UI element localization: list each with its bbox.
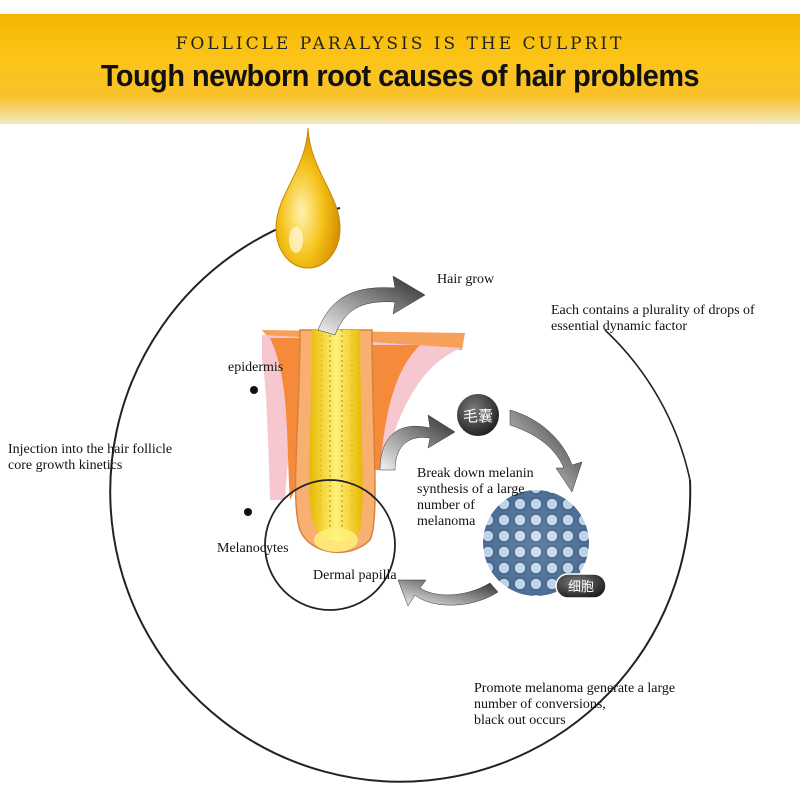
hair-grow-arrow bbox=[317, 275, 426, 336]
marker-dot bbox=[244, 386, 258, 516]
header-banner bbox=[0, 14, 800, 124]
follicle-badge: 毛囊 bbox=[455, 392, 501, 438]
svg-text:毛囊: 毛囊 bbox=[463, 407, 493, 425]
injection-label: Injection into the hair follicle core gr… bbox=[8, 442, 173, 473]
oil-drop-icon bbox=[275, 127, 341, 269]
cycle-arrow-left bbox=[397, 579, 499, 607]
melanocytes-label: Melanocytes bbox=[217, 541, 289, 556]
banner-subtitle: FOLLICLE PARALYSIS IS THE CULPRIT bbox=[175, 34, 625, 54]
dermal-papilla-circle bbox=[264, 479, 396, 611]
promote-label: Promote melanoma generate a large number… bbox=[474, 681, 676, 728]
epidermis-label: epidermis bbox=[228, 360, 284, 375]
dermal-papilla-label: Dermal papilla bbox=[313, 568, 397, 583]
svg-text:细胞: 细胞 bbox=[568, 580, 594, 595]
hair-grow-label: Hair grow bbox=[437, 272, 495, 287]
each-contains-label: Each contains a plurality of drops of es… bbox=[551, 303, 755, 334]
cell-microscope-image bbox=[480, 487, 592, 599]
hair-follicle bbox=[294, 329, 376, 554]
break-down-label: Break down melanin synthesis of a large … bbox=[417, 466, 534, 529]
cycle-arrow-up bbox=[379, 414, 456, 471]
outer-circle bbox=[109, 207, 692, 783]
cell-badge: 细胞 bbox=[555, 573, 607, 599]
banner-title: Tough newborn root causes of hair proble… bbox=[100, 58, 700, 93]
cycle-arrow-right bbox=[509, 409, 583, 493]
